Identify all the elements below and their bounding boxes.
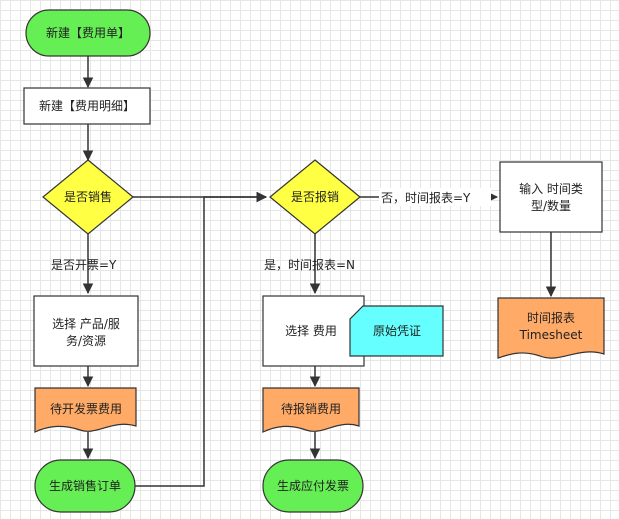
document-shape [262,387,360,433]
edge-label-timesheet-yes: 否，时间报表=Y [381,190,471,205]
node-label: 新建【费用明细】 [39,98,135,113]
node-is-reimbursement: 是否报销 [269,159,361,235]
node-label-line1: 选择 产品/服 [52,317,120,331]
node-label: 生成应付发票 [277,478,349,493]
process-shape [23,87,151,125]
decision-shape [42,159,134,235]
node-pending-reimburse-expense: 待报销费用 [262,387,360,433]
node-label: 待开发票费用 [50,401,122,416]
document-shape [34,387,137,433]
edge-label-bg-timesheet-yes [379,188,491,206]
node-label-line1: 时间报表 [527,310,575,325]
node-label-line2: 型/数量 [531,198,571,213]
process-shape [33,295,139,367]
node-label-line2: 务/资源 [66,333,106,348]
node-generate-payable-invoice: 生成应付发票 [262,459,364,513]
node-generate-sales-order: 生成销售订单 [34,459,136,513]
node-label-line1: 输入 时间类 [519,181,583,196]
node-original-voucher: 原始凭证 [349,305,444,357]
node-label: 原始凭证 [373,323,421,338]
node-label: 生成销售订单 [49,478,121,493]
node-input-time: 输入 时间类 型/数量 [499,161,603,233]
note-shape [349,305,444,357]
document-shape [497,297,605,359]
arrow-sales-order-to-is-reimbursement [135,191,268,487]
node-label: 是否销售 [64,189,112,204]
node-label: 新建【费用单】 [46,25,130,40]
node-select-expense: 选择 费用 [262,295,365,367]
terminal-shape [25,9,151,57]
node-timesheet: 时间报表 Timesheet [497,297,605,359]
edge-label-timesheet-no: 是，时间报表=N [264,257,355,272]
node-label: 是否报销 [291,189,339,204]
edge-label-invoice-yes: 是否开票=Y [51,258,117,272]
terminal-shape [34,459,136,513]
process-shape [262,295,365,367]
terminal-shape [262,459,364,513]
node-select-product: 选择 产品/服 务/资源 [33,295,139,367]
node-is-sales: 是否销售 [42,159,134,235]
decision-shape [269,159,361,235]
node-pending-invoice-expense: 待开发票费用 [34,387,137,433]
node-new-expense-form: 新建【费用单】 [25,9,151,57]
node-label: 选择 费用 [285,324,337,338]
process-shape [499,161,603,233]
node-new-expense-detail: 新建【费用明细】 [23,87,151,125]
node-label: 待报销费用 [281,401,341,416]
node-label-line2: Timesheet [519,328,583,342]
